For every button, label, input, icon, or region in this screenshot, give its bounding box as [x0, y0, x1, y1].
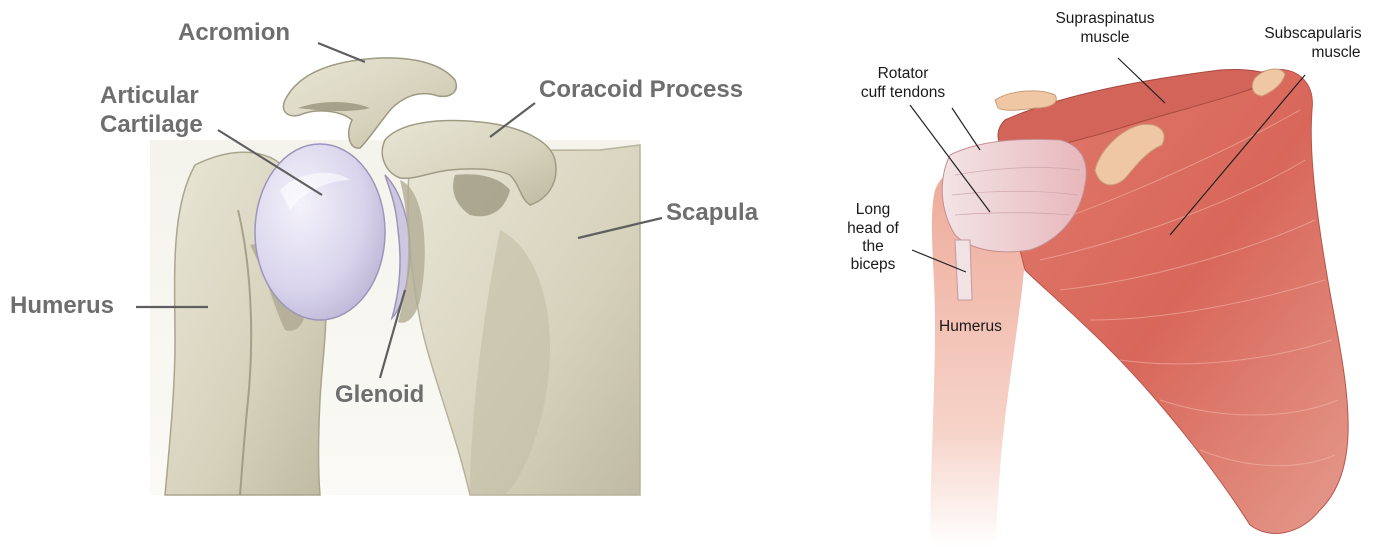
muscle-anatomy-panel: Supraspinatus muscle Subscapularis muscl…: [847, 10, 1362, 547]
supraspinatus-label-line2: muscle: [1080, 29, 1129, 46]
long-head-biceps-label-line2: head of: [847, 220, 899, 237]
long-head-biceps-label-line4: biceps: [851, 256, 896, 273]
acromion-leader: [318, 43, 365, 62]
rotator-cuff-label-line2: cuff tendons: [861, 84, 945, 101]
rotator-cuff-label-line1: Rotator: [878, 65, 929, 82]
supraspinatus-label-line1: Supraspinatus: [1055, 10, 1154, 27]
articular-cartilage-label-line1: Articular: [100, 82, 199, 109]
long-head-biceps-label-line1: Long: [856, 201, 890, 218]
scapula-label: Scapula: [666, 199, 759, 226]
rotator-cuff-leader-1: [952, 108, 980, 150]
coracoid-process-label: Coracoid Process: [539, 76, 743, 103]
subscapularis-label-line2: muscle: [1311, 44, 1360, 61]
humerus-label: Humerus: [10, 292, 114, 319]
glenoid-label: Glenoid: [335, 381, 424, 408]
articular-cartilage-label-line2: Cartilage: [100, 111, 203, 138]
biceps-long-head-tendon: [955, 240, 972, 300]
long-head-biceps-label-line3: the: [862, 238, 884, 255]
acromion-label: Acromion: [178, 19, 290, 46]
subscapularis-label-line1: Subscapularis: [1264, 25, 1362, 42]
articular-cartilage: [255, 144, 385, 320]
bone-anatomy-panel: Acromion Articular Cartilage Coracoid Pr…: [10, 19, 759, 495]
muscle-panel-humerus-label: Humerus: [939, 318, 1002, 335]
